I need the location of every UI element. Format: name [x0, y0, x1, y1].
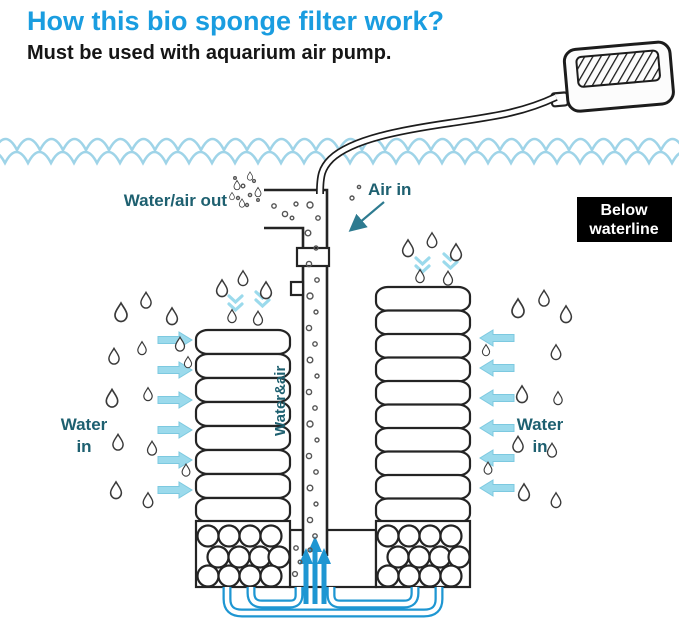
bio-media-base-right [374, 519, 472, 589]
label-water-air-out: Water/air out [124, 191, 228, 210]
uplift-tube [264, 188, 331, 556]
page-title: How this bio sponge filter work? [27, 6, 444, 36]
tube-collar [295, 246, 331, 268]
label-water-in-left-2: in [76, 437, 91, 456]
wave-row-2 [0, 150, 679, 166]
air-in-pointer-arrow [348, 201, 385, 232]
tube-bracket [289, 280, 305, 297]
page-subtitle: Must be used with aquarium air pump. [27, 42, 391, 64]
label-water-in-right-1: Water [517, 415, 564, 434]
pump-vent-grille [575, 49, 661, 88]
badge-line2: waterline [588, 221, 658, 238]
badge-line1: Below [600, 202, 648, 219]
label-water-in-left-1: Water [61, 415, 108, 434]
sponge-cylinder-right [374, 285, 472, 524]
bio-media-base-left [194, 519, 292, 589]
wave-row-1 [0, 137, 679, 153]
badge-background [577, 197, 672, 242]
air-hose [316, 93, 558, 195]
air-bubbles [271, 184, 362, 578]
label-water-in-right-2: in [532, 437, 547, 456]
sponge-cylinder-left [194, 328, 292, 524]
upflow-arrows [299, 536, 331, 604]
label-water-and-air: Water&air [272, 366, 289, 436]
air-pump-illustration [550, 40, 675, 113]
label-air-in: Air in [368, 180, 411, 199]
outlet-spray [229, 171, 262, 208]
waterline-waves [0, 137, 679, 166]
below-waterline-badge: Below waterline [577, 197, 672, 242]
bottom-pipes [222, 587, 444, 618]
